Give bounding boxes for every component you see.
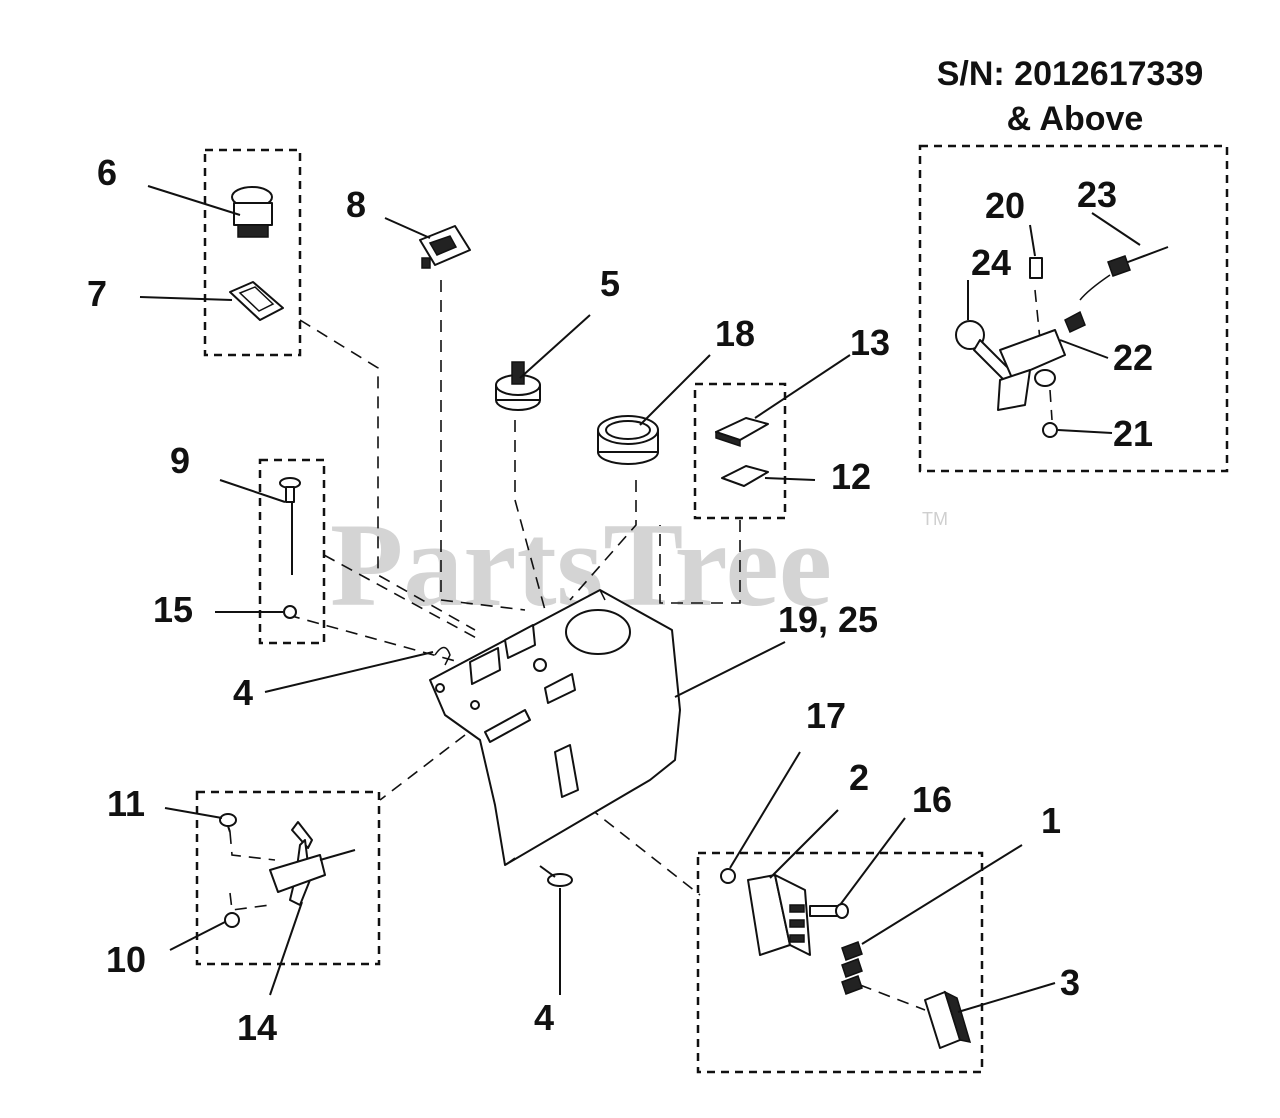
callout-18: 18 xyxy=(715,313,755,354)
callout-5: 5 xyxy=(600,263,620,304)
part-7-bezel xyxy=(229,281,284,321)
part-9-choke-rod xyxy=(279,477,301,575)
callout-7: 7 xyxy=(87,273,107,314)
callout-12: 12 xyxy=(831,456,871,497)
group-box-1-3-16-17 xyxy=(696,851,984,1074)
callout-15: 15 xyxy=(153,589,193,630)
callout-24: 24 xyxy=(971,242,1011,283)
callout-21: 21 xyxy=(1113,413,1153,454)
callout-17: 17 xyxy=(806,695,846,736)
callout-8: 8 xyxy=(346,184,366,225)
callout-3: 3 xyxy=(1060,962,1080,1003)
part-20-pin xyxy=(1029,257,1043,279)
callout-19-25: 19, 25 xyxy=(778,599,878,640)
group-box-10-14 xyxy=(195,790,381,966)
callout-23: 23 xyxy=(1077,174,1117,215)
callout-9: 9 xyxy=(170,440,190,481)
group-box-20-24 xyxy=(918,144,1229,473)
part-10-nut xyxy=(224,912,240,928)
callouts: 6 7 8 5 18 13 12 9 15 4 19, 25 17 2 16 1… xyxy=(87,152,1153,1048)
part-18-gauge xyxy=(597,415,659,465)
callout-4-bottom: 4 xyxy=(534,997,554,1038)
part-3-cover xyxy=(924,990,972,1049)
part-22-throttle xyxy=(955,320,1066,411)
part-12-label xyxy=(721,465,769,487)
callout-20: 20 xyxy=(985,185,1025,226)
callout-13: 13 xyxy=(850,322,890,363)
part-4-clip xyxy=(434,646,451,666)
callout-10: 10 xyxy=(106,939,146,980)
part-5-ignition xyxy=(495,361,541,411)
part-16-screw xyxy=(809,903,849,919)
callout-4-top: 4 xyxy=(233,672,253,713)
group-box-9-15 xyxy=(258,458,326,645)
part-21-nut xyxy=(1042,422,1058,438)
callout-6: 6 xyxy=(97,152,117,193)
part-17-nut xyxy=(720,868,736,884)
part-11-bolt xyxy=(219,813,237,833)
leader-lines xyxy=(139,185,1141,1013)
serial-range-label: & Above xyxy=(1007,100,1144,138)
part-4-screw xyxy=(539,865,573,887)
callout-2: 2 xyxy=(849,757,869,798)
part-1-fuse xyxy=(841,941,863,995)
callout-1: 1 xyxy=(1041,800,1061,841)
watermark-trademark: TM xyxy=(922,509,948,529)
part-23-cable xyxy=(1064,246,1169,334)
part-8-rocker-switch xyxy=(419,225,471,269)
part-6-switch xyxy=(231,186,273,238)
callout-11: 11 xyxy=(107,783,145,824)
part-15-nut xyxy=(283,605,297,619)
callout-22: 22 xyxy=(1113,337,1153,378)
callout-16: 16 xyxy=(912,779,952,820)
part-14-lever xyxy=(269,821,356,906)
part-2-bracket xyxy=(747,874,811,956)
part-13-cover xyxy=(715,417,769,448)
group-box-12-13 xyxy=(693,382,787,520)
serial-number-label: S/N: 2012617339 xyxy=(937,55,1204,93)
group-box-6-7 xyxy=(203,148,302,357)
callout-14: 14 xyxy=(237,1007,277,1048)
dash-panel xyxy=(429,589,681,866)
